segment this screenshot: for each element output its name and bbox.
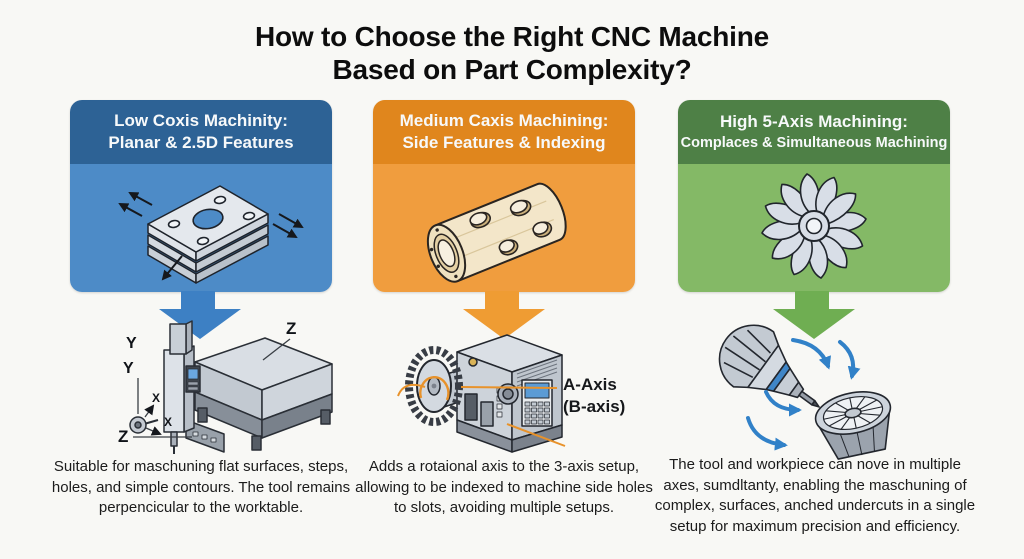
panel-low-body xyxy=(70,164,332,292)
axis-leader-lines xyxy=(397,383,566,447)
three-axis-machine-illustration: Y Y X X Z Z xyxy=(118,320,333,454)
axis-label-y-top: Y xyxy=(126,335,137,352)
panel-high-header-line1: High 5-Axis Machining: xyxy=(720,112,908,132)
caption-medium-complexity: Adds a rotaional axis to the 3-axis setu… xyxy=(355,458,653,517)
panel-medium-header-line2: Side Features & Indexing xyxy=(402,133,606,152)
axis-label-y-mid: Y xyxy=(123,360,134,377)
panel-medium-header: Medium Caxis Machining: Side Features & … xyxy=(373,100,635,164)
page-title: How to Choose the Right CNC Machine Base… xyxy=(0,20,1024,86)
page-title-line2: Based on Part Complexity? xyxy=(332,54,692,86)
five-axis-machine-illustration xyxy=(718,324,892,460)
b-axis-label: (B-axis) xyxy=(563,397,625,416)
down-arrow-icon xyxy=(463,291,545,339)
rotation-arrows-icon xyxy=(746,338,861,451)
panel-medium-body xyxy=(373,164,635,292)
panel-high-header: High 5-Axis Machining: Complaces & Simul… xyxy=(678,100,950,164)
panel-high-complexity: High 5-Axis Machining: Complaces & Simul… xyxy=(678,100,950,292)
panel-low-complexity: Low Coxis Machinity: Planar & 2.5D Featu… xyxy=(70,100,332,292)
cylinder-part-illustration xyxy=(426,182,567,283)
panel-low-header: Low Coxis Machinity: Planar & 2.5D Featu… xyxy=(70,100,332,164)
axis-label-x-upper: X xyxy=(152,391,160,405)
caption-high-complexity: The tool and workpiece can nove in multi… xyxy=(654,456,976,535)
four-axis-machine-illustration: A-Axis (B-axis) xyxy=(397,334,625,453)
down-arrow-icon xyxy=(159,291,241,339)
panel-high-body xyxy=(678,164,950,292)
caption-low-complexity: Suitable for maschuning flat surfaces, s… xyxy=(51,458,351,517)
impeller-part-illustration xyxy=(761,173,867,279)
flat-plate-illustration xyxy=(118,185,304,284)
axis-label-z-top: Z xyxy=(286,320,296,338)
down-arrow-icon xyxy=(773,291,855,339)
a-axis-label: A-Axis xyxy=(563,375,617,394)
panel-low-header-line1: Low Coxis Machinity: xyxy=(114,110,288,130)
axis-label-z-bottom: Z xyxy=(118,427,128,446)
page-title-line1: How to Choose the Right CNC Machine xyxy=(254,21,770,52)
axis-label-x-lower: X xyxy=(164,415,172,429)
direction-arrows-icon xyxy=(118,192,304,281)
panel-high-header-line2: Complaces & Simultaneous Machining xyxy=(680,134,948,151)
panel-medium-header-line1: Medium Caxis Machining: xyxy=(399,110,609,130)
panel-low-header-line2: Planar & 2.5D Features xyxy=(108,133,294,152)
panel-medium-complexity: Medium Caxis Machining: Side Features & … xyxy=(373,100,635,292)
